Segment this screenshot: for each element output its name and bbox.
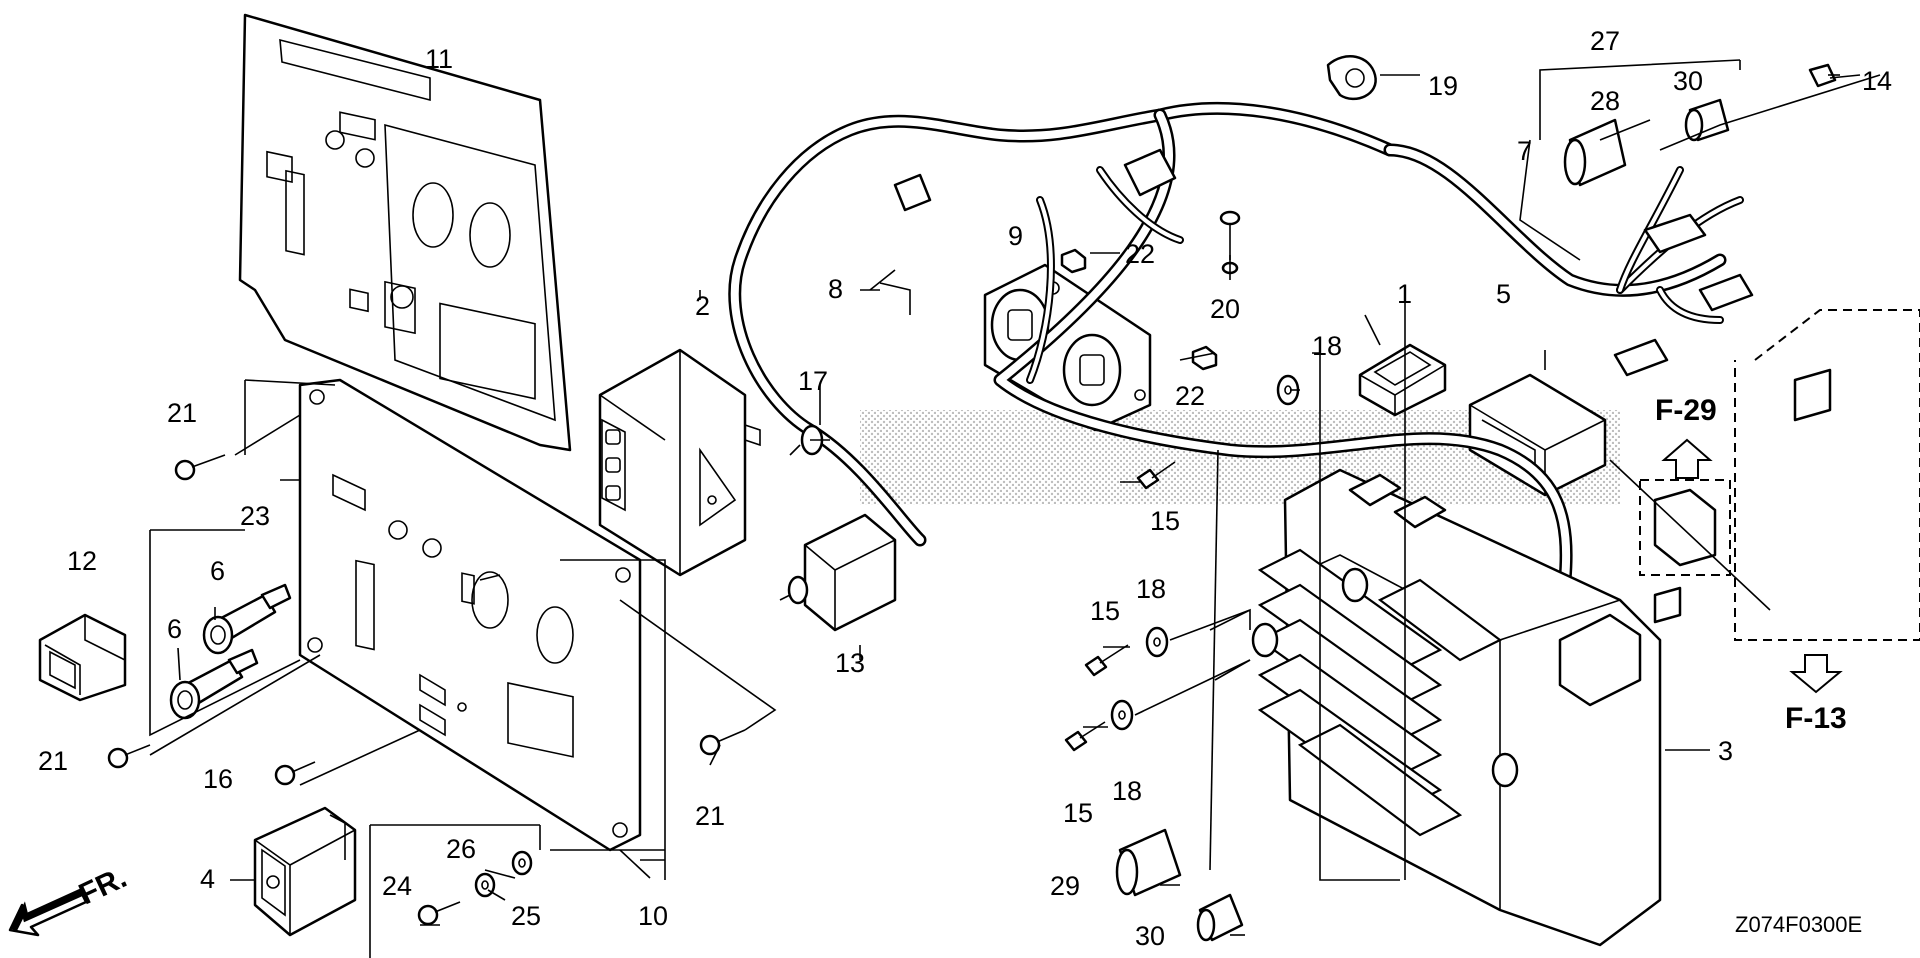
part-29-sleeve[interactable] [1115,828,1182,897]
part-8-wire-harness[interactable] [728,101,1744,587]
callout-18[interactable]: 18 [1312,331,1342,361]
callout-30[interactable]: 30 [1673,66,1703,96]
part-15-bolt-top[interactable] [1136,461,1176,490]
part-6-fuse-holder-top[interactable] [202,583,292,655]
callouts: 11 2 21 23 12 6 6 21 16 4 26 24 25 10 21… [38,26,1892,951]
callout-24[interactable]: 24 [382,871,412,901]
callout-10[interactable]: 10 [638,901,668,931]
callout-22[interactable]: 22 [1125,239,1155,269]
callout-3[interactable]: 3 [1718,736,1733,766]
callout-21[interactable]: 21 [38,746,68,776]
callout-16[interactable]: 16 [203,764,233,794]
part-30-cap-bottom[interactable] [1196,893,1244,942]
part-22-nut-bottom[interactable] [1191,345,1218,371]
part-13-breaker[interactable] [779,513,897,632]
callout-30[interactable]: 30 [1135,921,1165,951]
callout-13[interactable]: 13 [835,648,865,678]
callout-7[interactable]: 7 [1517,136,1532,166]
callout-6[interactable]: 6 [167,614,182,644]
ref-f29-label: F-29 [1655,394,1717,427]
part-3-inverter-unit[interactable] [1251,468,1662,947]
part-19-clamp[interactable] [1326,55,1377,101]
part-23-control-panel[interactable] [298,378,642,852]
callout-17[interactable]: 17 [798,366,828,396]
ref-box-f29 [1639,309,1920,641]
callout-19[interactable]: 19 [1428,71,1458,101]
heat-sink-fins [1257,548,1503,837]
callout-28[interactable]: 28 [1590,86,1620,116]
part-14-bolt[interactable] [1808,63,1861,88]
part-18-washer-mid[interactable] [1145,626,1169,658]
harness-connectors [893,148,1832,422]
callout-4[interactable]: 4 [200,864,215,894]
part-28-sleeve[interactable] [1563,118,1627,187]
callout-8[interactable]: 8 [828,274,843,304]
callout-15[interactable]: 15 [1150,506,1180,536]
callout-12[interactable]: 12 [67,546,97,576]
ref-f29-arrow-icon [1661,438,1713,479]
callout-21[interactable]: 21 [167,398,197,428]
callout-25[interactable]: 25 [511,901,541,931]
callout-26[interactable]: 26 [446,834,476,864]
callout-20[interactable]: 20 [1210,294,1240,324]
callout-15[interactable]: 15 [1090,596,1120,626]
callout-22[interactable]: 22 [1175,381,1205,411]
part-22-nut-top[interactable] [1060,248,1087,274]
part-30-cap-top[interactable] [1684,98,1730,142]
callout-21[interactable]: 21 [695,801,725,831]
part-21-screw-left-bottom[interactable] [107,744,151,769]
callout-5[interactable]: 5 [1496,279,1511,309]
leader-lines [149,59,1881,958]
part-18-washer-bottom[interactable] [1110,699,1134,731]
callout-18[interactable]: 18 [1112,776,1142,806]
callout-2[interactable]: 2 [695,291,710,321]
part-16-screw[interactable] [274,761,316,786]
callout-6[interactable]: 6 [210,556,225,586]
callout-1[interactable]: 1 [1397,279,1412,309]
callout-9[interactable]: 9 [1008,221,1023,251]
callout-18[interactable]: 18 [1136,574,1166,604]
part-24-screw[interactable] [417,901,461,926]
front-arrow-icon [8,888,88,937]
callout-15[interactable]: 15 [1063,798,1093,828]
callout-27[interactable]: 27 [1590,26,1620,56]
diagram-code: Z074F0300E [1735,912,1862,937]
part-15-bolt-mid[interactable] [1084,644,1129,677]
part-6-fuse-holder-bottom[interactable] [169,648,259,720]
part-11-panel-label[interactable] [238,13,572,452]
callout-11[interactable]: 11 [425,44,453,74]
part-2-outlet-box[interactable] [598,348,761,577]
part-15-bolt-bottom[interactable] [1064,721,1106,752]
part-21-screw-right[interactable] [699,729,746,756]
part-21-screw-left-top[interactable] [174,454,226,481]
callout-29[interactable]: 29 [1050,871,1080,901]
ref-f13-label: F-13 [1785,702,1847,735]
part-1-connector[interactable] [1358,343,1447,417]
callout-14[interactable]: 14 [1862,66,1892,96]
part-25-washer[interactable] [511,850,533,876]
callout-23[interactable]: 23 [240,501,270,531]
part-12-switch[interactable] [38,613,127,702]
part-9-receptacle[interactable] [983,263,1152,432]
part-4-cover[interactable] [253,806,357,937]
ref-f13-arrow-icon [1789,654,1843,694]
